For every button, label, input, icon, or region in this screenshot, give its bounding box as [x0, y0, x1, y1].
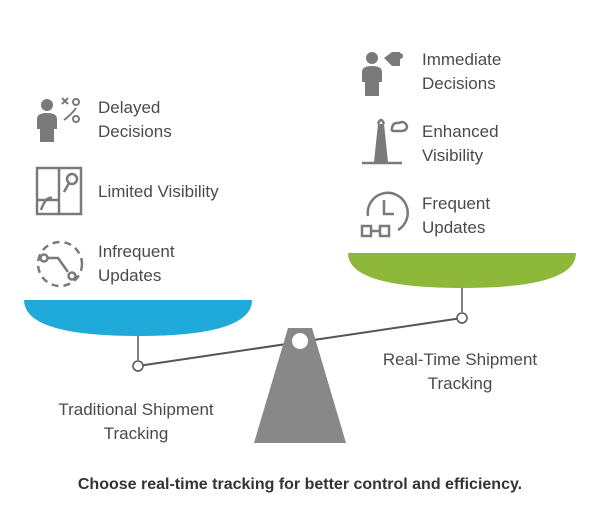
left-pan-joint: [132, 360, 144, 372]
right-side-title: Real-Time Shipment Tracking: [382, 350, 538, 393]
right-item-frequent-updates: Frequent Updates: [422, 194, 491, 237]
right-pan-joint: [456, 312, 468, 324]
footer-conclusion: Choose real-time tracking for better con…: [77, 476, 523, 493]
right-item-immediate-decisions: Immediate Decisions: [422, 50, 502, 93]
lighthouse-icon: [362, 118, 409, 165]
clock-connection-icon: [360, 191, 409, 238]
fulcrum: [254, 328, 346, 443]
left-side-title: Traditional Shipment Tracking: [58, 400, 214, 443]
right-item-enhanced-visibility: Enhanced Visibility: [422, 122, 499, 165]
left-item-delayed-decisions: Delayed Decisions: [98, 98, 172, 141]
left-pan: [24, 300, 252, 336]
left-item-limited-visibility: Limited Visibility: [98, 182, 219, 201]
fulcrum-pivot: [292, 333, 308, 349]
person-strategy-icon: [37, 97, 80, 142]
dashed-circle-route-icon: [36, 240, 84, 288]
right-pan: [348, 253, 576, 288]
window-magnifier-icon: [35, 166, 83, 216]
left-item-infrequent-updates: Infrequent Updates: [98, 242, 175, 285]
person-speaking-icon: [362, 52, 403, 96]
